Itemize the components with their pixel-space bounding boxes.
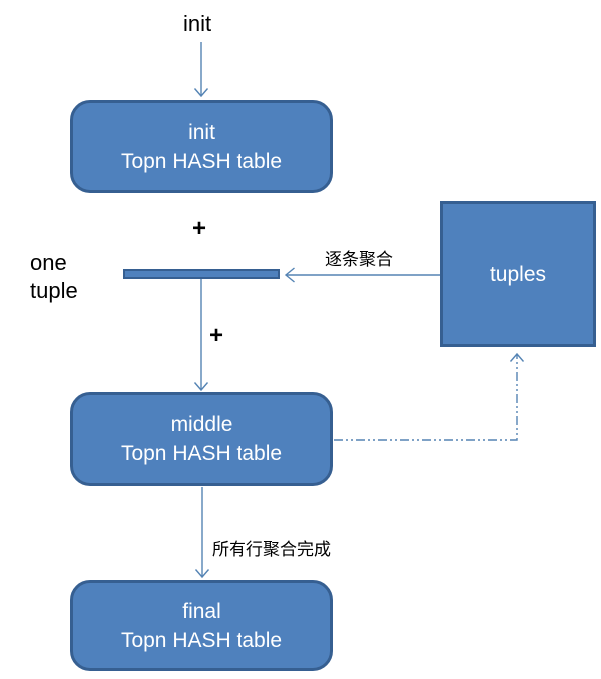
plus-sign-bottom: + (209, 322, 224, 349)
arrowhead-left-icon (284, 267, 295, 283)
per-tuple-aggregate-label: 逐条聚合 (325, 250, 393, 270)
plus-sign-top: + (192, 215, 207, 242)
all-rows-aggregated-label: 所有行聚合完成 (212, 540, 331, 560)
init-start-label: init (183, 11, 212, 36)
one-tuple-label-line1: one (30, 250, 67, 275)
node-final-hash-table: final Topn HASH table (70, 580, 333, 671)
one-tuple-label: one tuple (30, 249, 110, 305)
node-tuples: tuples (440, 201, 596, 347)
node-init-title: init (188, 120, 215, 144)
arrowhead-down-icon (193, 382, 209, 392)
arrowhead-down-icon (193, 88, 209, 98)
node-tuples-label: tuples (489, 262, 547, 286)
arrowhead-down-icon (194, 569, 210, 579)
node-final-title: final (182, 599, 221, 623)
node-init-hash-table: init Topn HASH table (70, 100, 333, 193)
node-final-subtitle: Topn HASH table (120, 628, 283, 652)
one-tuple-label-line2: tuple (30, 278, 78, 303)
dashed-arrow-middle-to-tuples (334, 354, 518, 441)
node-one-tuple-bar (123, 269, 280, 279)
node-middle-hash-table: middle Topn HASH table (70, 392, 333, 486)
node-init-subtitle: Topn HASH table (120, 149, 283, 173)
arrowhead-up-icon (509, 352, 525, 362)
node-middle-subtitle: Topn HASH table (120, 442, 283, 465)
node-middle-title: middle (170, 413, 233, 436)
